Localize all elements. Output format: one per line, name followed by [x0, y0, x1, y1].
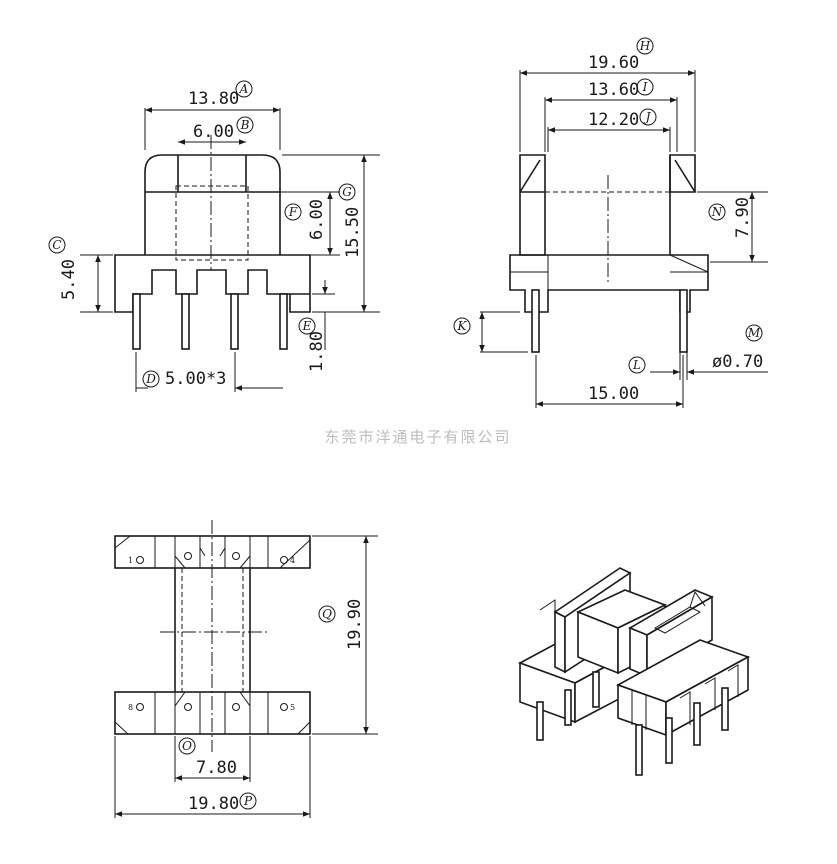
tag-c: C [52, 238, 61, 252]
pin-label-4: 4 [290, 556, 295, 565]
dim-l-value: 15.00 [588, 384, 639, 404]
dim-a-value: 13.80 [188, 89, 239, 109]
tag-p: P [243, 794, 253, 808]
dim-h-value: 19.60 [588, 53, 639, 73]
tag-o: O [182, 739, 192, 753]
dim-q-value: 19.90 [345, 599, 365, 650]
tag-a: A [239, 82, 249, 96]
pin-label-8: 8 [128, 703, 133, 712]
dim-i-value: 13.60 [588, 80, 639, 100]
dim-o-value: 7.80 [196, 758, 237, 778]
tag-f: F [288, 205, 298, 219]
tag-g: G [342, 185, 352, 199]
dim-d-value: 5.00*3 [165, 369, 226, 389]
dim-j-value: 12.20 [588, 110, 639, 130]
dim-p-value: 19.80 [188, 794, 239, 814]
isometric-view [518, 567, 750, 776]
dim-e-value: 1.80 [307, 331, 327, 372]
tag-q: Q [322, 607, 332, 621]
dim-m-value: ø0.70 [712, 352, 763, 372]
tag-e: E [302, 319, 312, 333]
top-view: 1 4 8 5 19.90 Q 7.80 O 19.80 P [114, 520, 378, 818]
tag-d: D [145, 372, 156, 386]
tag-l: L [632, 358, 641, 372]
tag-j: J [643, 110, 652, 124]
dim-f-value: 6.00 [307, 199, 327, 240]
front-view: 13.80 A 6.00 B 5.40 C 5.00*3 D 1.80 E 6.… [48, 80, 380, 392]
tag-i: I [642, 80, 648, 94]
dim-n-value: 7.90 [733, 197, 753, 238]
tag-b: B [240, 118, 250, 132]
tag-h: H [639, 39, 651, 53]
pin-label-5: 5 [290, 703, 295, 712]
dim-g-value: 15.50 [343, 207, 363, 258]
tag-n: N [711, 205, 723, 219]
dim-c-value: 5.40 [59, 259, 79, 300]
pin-label-1: 1 [128, 556, 133, 565]
company-name: 东莞市洋通电子有限公司 [324, 428, 511, 446]
tag-m: M [747, 326, 761, 340]
tag-k: K [457, 319, 468, 333]
dim-b-value: 6.00 [193, 122, 234, 142]
side-view: 19.60 H 13.60 I 12.20 J 7.90 N K 15.00 L [453, 37, 768, 408]
